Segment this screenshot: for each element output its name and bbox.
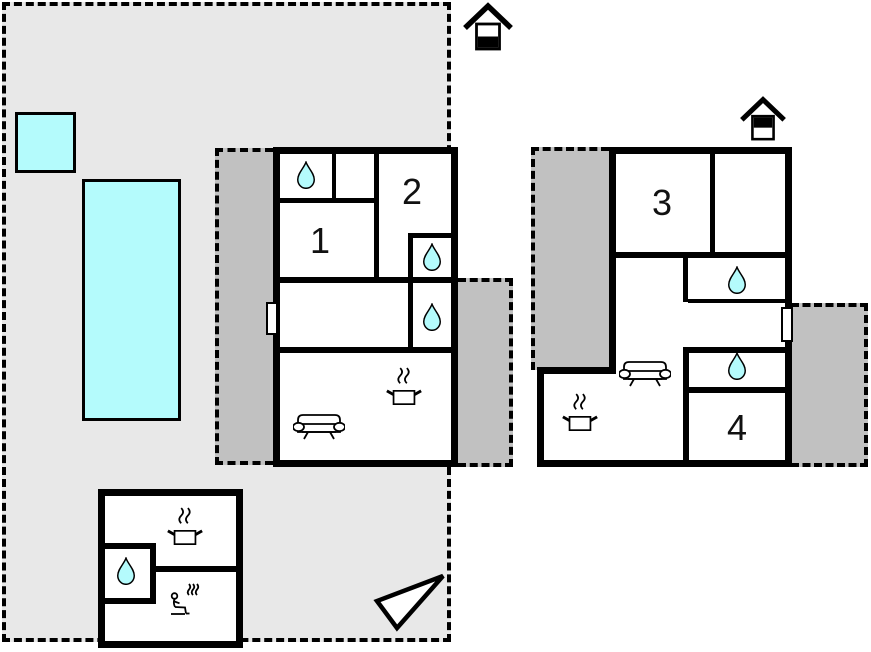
building-upper-floor-main <box>609 147 792 467</box>
house-ground-floor-icon <box>463 2 513 51</box>
swimming-pool <box>82 179 181 421</box>
interior-wall <box>408 236 413 351</box>
terrace-ground-right <box>458 278 513 467</box>
water-drop-icon <box>728 266 746 294</box>
terrace-upper-right <box>791 303 868 467</box>
house-upper-floor-icon <box>740 96 786 141</box>
interior-wall <box>683 347 785 353</box>
cooking-pot-icon <box>562 393 598 432</box>
interior-wall <box>683 353 689 460</box>
room-label-4: 4 <box>726 407 748 448</box>
interior-wall <box>688 299 785 303</box>
water-drop-icon <box>423 303 441 331</box>
water-drop-icon <box>423 243 441 271</box>
terrace-ground-left <box>215 148 273 465</box>
room-label-2: 2 <box>401 171 423 212</box>
terrace-upper-left <box>531 147 609 370</box>
interior-wall <box>280 347 451 353</box>
cooking-pot-icon <box>386 367 422 406</box>
room-label-3: 3 <box>651 182 673 223</box>
water-drop-icon <box>117 557 135 585</box>
room-label-1: 1 <box>309 220 331 261</box>
interior-wall <box>105 543 156 549</box>
north-arrow-icon <box>373 573 445 632</box>
entrance-door-ground <box>266 302 278 335</box>
sofa-icon <box>619 361 671 387</box>
entrance-door-upper <box>781 307 793 342</box>
interior-wall <box>408 233 451 238</box>
interior-wall <box>105 598 156 604</box>
interior-wall <box>150 549 156 604</box>
pool-steps <box>15 112 76 173</box>
interior-wall <box>156 566 236 572</box>
sauna-icon <box>170 583 200 615</box>
interior-wall <box>280 198 378 203</box>
interior-wall <box>280 277 451 283</box>
sofa-icon <box>293 414 345 440</box>
cooking-pot-icon <box>167 507 203 546</box>
interior-wall <box>374 154 379 283</box>
wall-opening-patch <box>606 374 619 460</box>
water-drop-icon <box>728 352 746 380</box>
interior-wall <box>689 387 785 393</box>
interior-wall <box>332 154 336 200</box>
interior-wall <box>683 258 688 302</box>
water-drop-icon <box>297 161 315 189</box>
interior-wall <box>616 252 785 258</box>
interior-wall <box>710 154 715 252</box>
